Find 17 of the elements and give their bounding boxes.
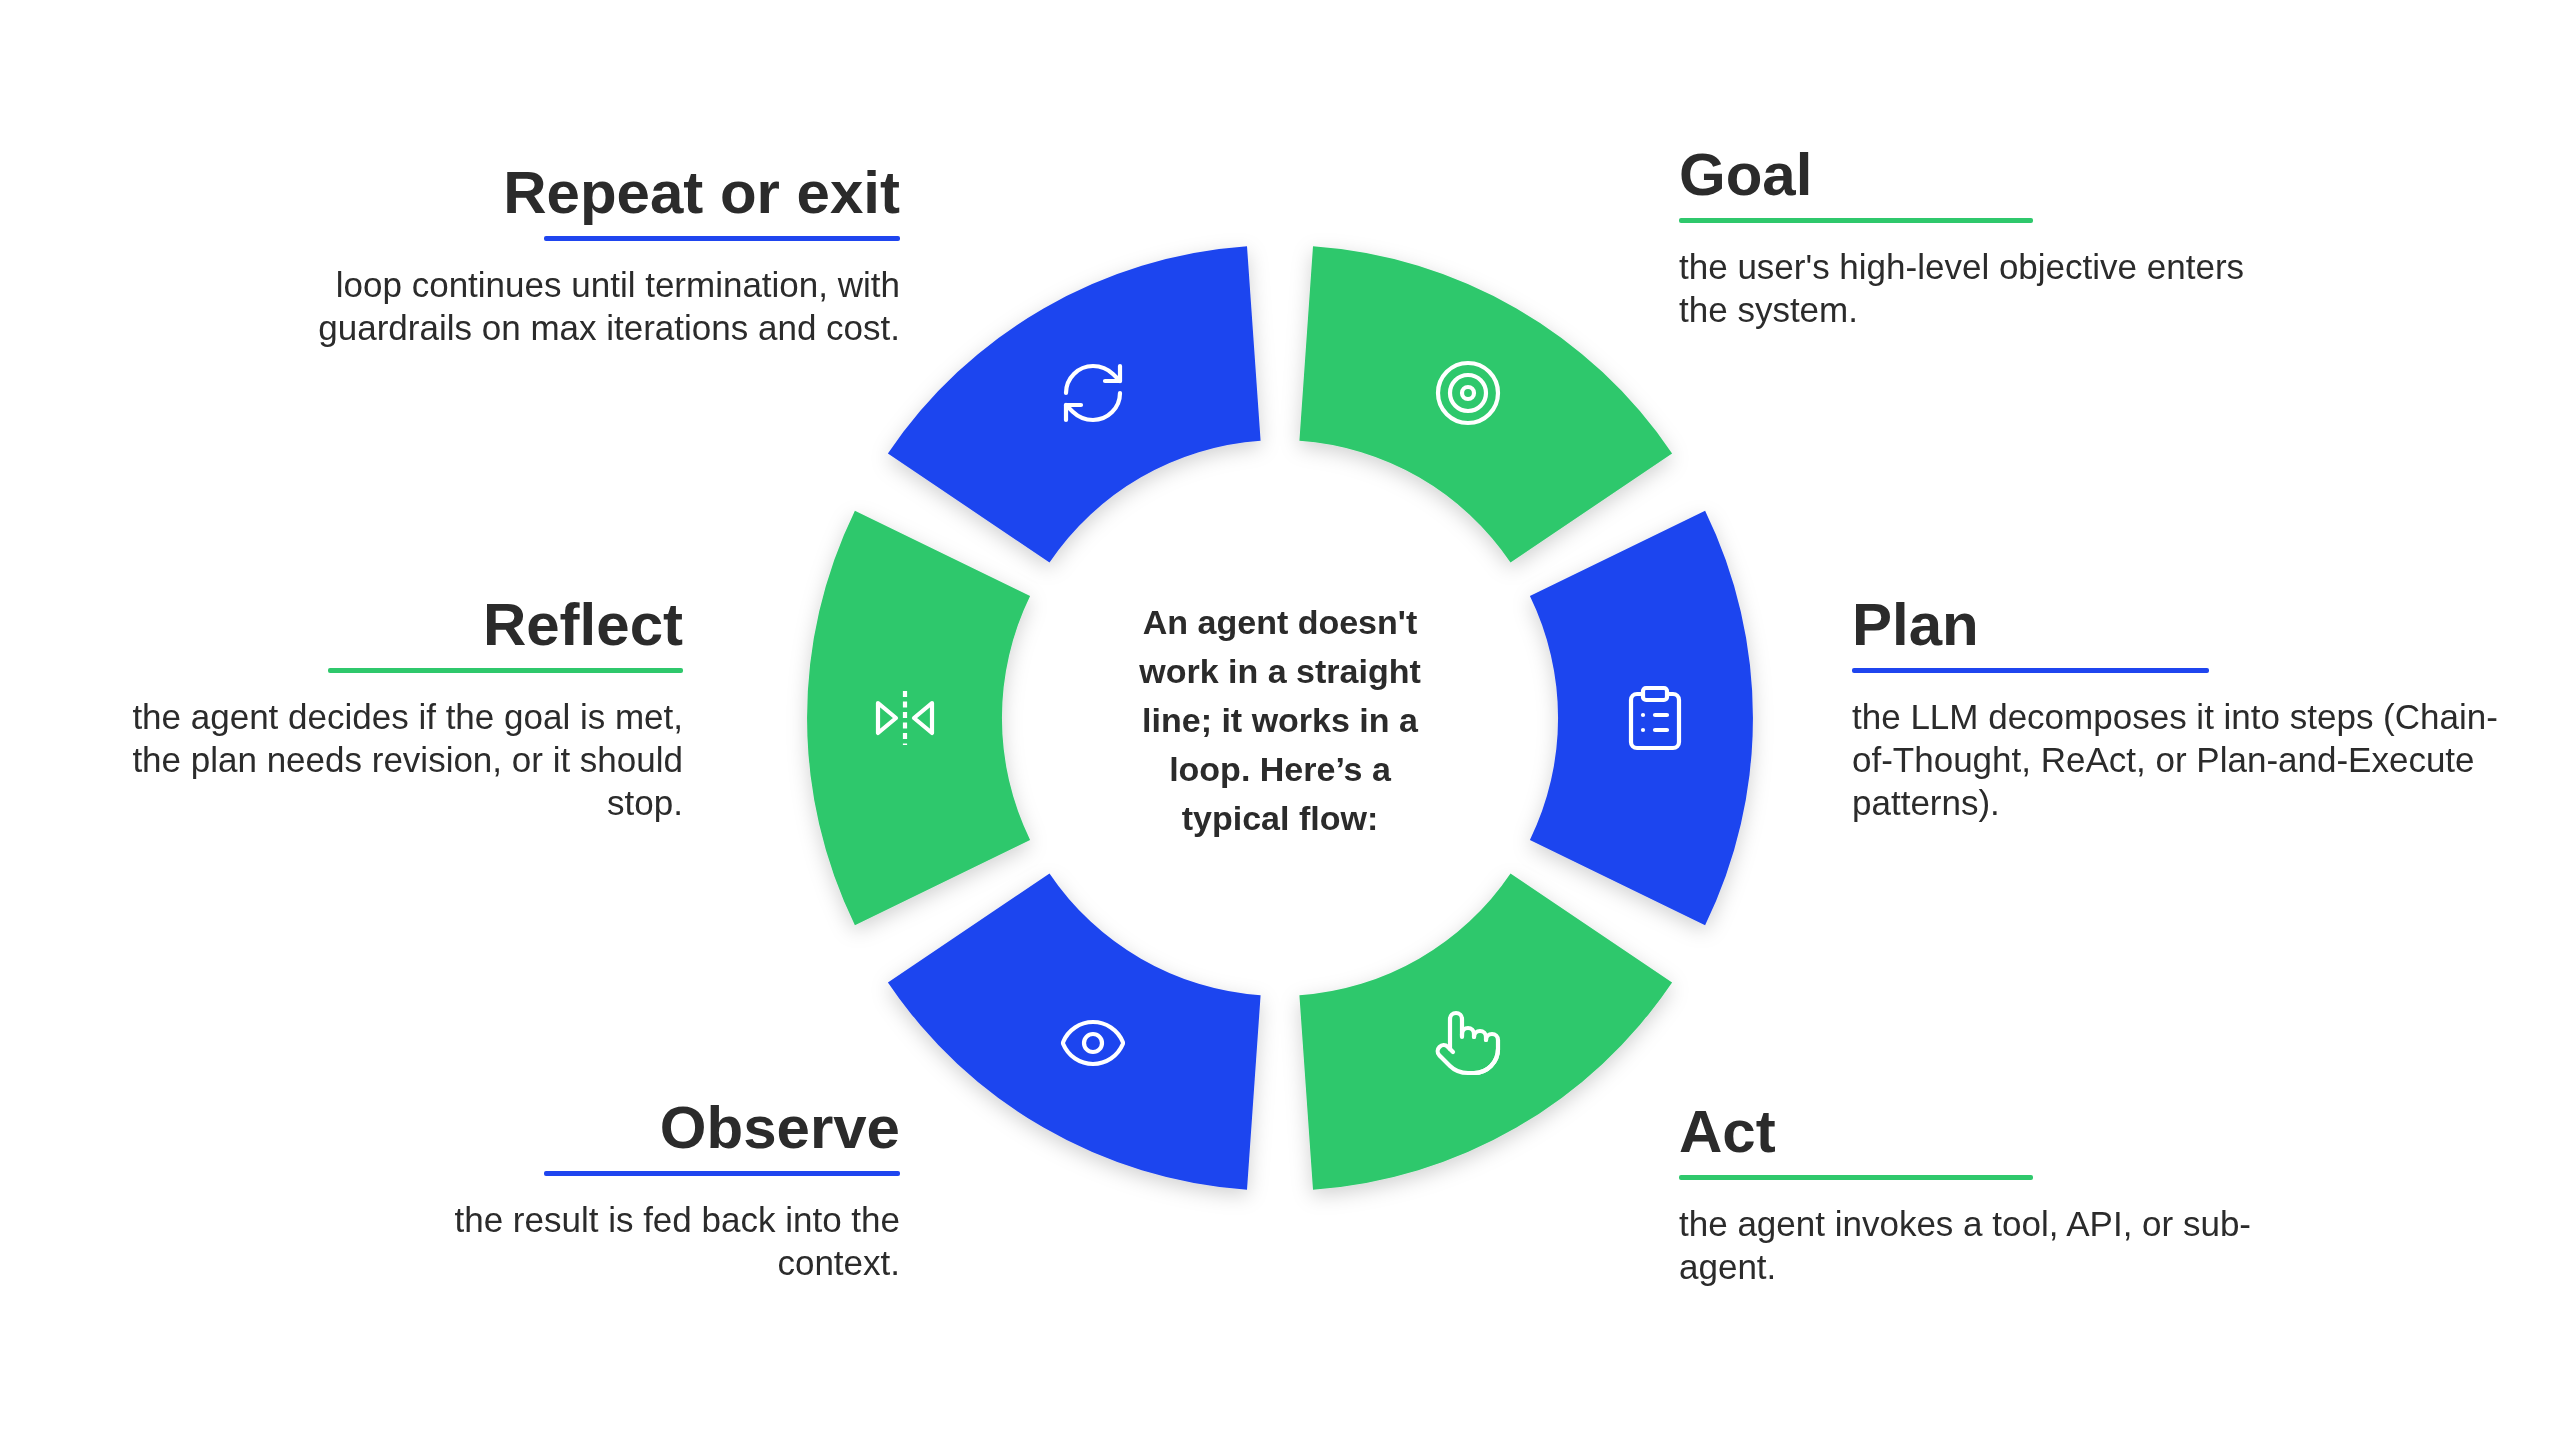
- step-description: the agent decides if the goal is met, the plan needs revision, or it should stop.: [131, 696, 683, 824]
- step-description: the result is fed back into the context.: [453, 1199, 900, 1284]
- step-heading: Act: [1679, 1097, 1776, 1167]
- step-heading: Observe: [659, 1093, 900, 1163]
- center-text: An agent doesn't work in a straight line; it works in a loop. Here’s a typical flow:: [1115, 598, 1445, 843]
- step-description: the LLM decomposes it into steps (Chain-of-Thought, ReAct, or Plan-and-Execute patterns).: [1852, 696, 2499, 824]
- step-description: the agent invokes a tool, API, or sub-agent.: [1679, 1203, 2252, 1288]
- step-heading: Repeat or exit: [503, 158, 900, 228]
- ring-segment: [1529, 510, 1752, 926]
- step-description: the user's high-level objective enters the system.: [1679, 246, 2246, 331]
- step-heading: Plan: [1852, 590, 1979, 660]
- step-description: loop continues until termination, with guardrails on max iterations and cost.: [317, 264, 900, 349]
- ring-segment: [1299, 246, 1673, 563]
- ring-segment: [808, 510, 1031, 926]
- step-heading: Reflect: [482, 590, 683, 660]
- step-heading: Goal: [1679, 140, 1813, 210]
- ring-segment: [1299, 873, 1673, 1190]
